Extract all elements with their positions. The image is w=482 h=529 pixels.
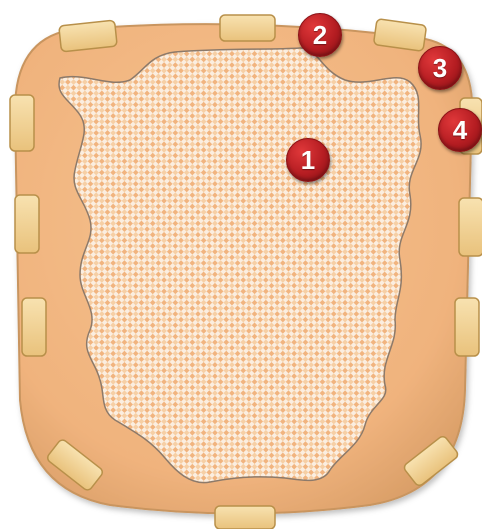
marker-4: 4 xyxy=(438,108,482,152)
tab xyxy=(220,15,275,41)
marker-3: 3 xyxy=(418,46,462,90)
tab xyxy=(215,506,275,529)
tab xyxy=(455,298,479,356)
tab xyxy=(15,195,39,253)
tab xyxy=(10,95,34,151)
tab xyxy=(59,20,117,52)
marker-1: 1 xyxy=(286,138,330,182)
tab xyxy=(22,298,46,356)
marker-2: 2 xyxy=(298,13,342,57)
tab xyxy=(459,198,482,256)
leather-hide xyxy=(59,48,421,483)
